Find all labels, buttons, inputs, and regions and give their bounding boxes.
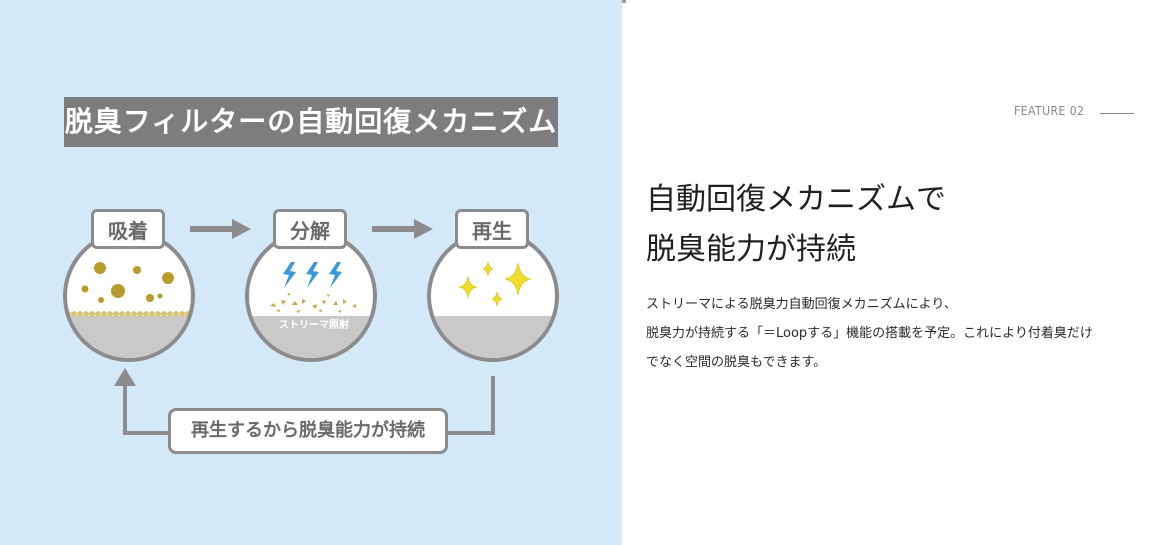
filter-particle [155, 311, 161, 317]
description-line: ストリーマによる脱臭力自動回復メカニズムにより、 [646, 297, 957, 312]
headline-line: 脱臭能力が持続 [646, 232, 856, 267]
filter-particle [89, 311, 95, 317]
decomposition-stage-circle [245, 230, 377, 362]
description-line: 脱臭力が持続する「＝Loopする」機能の搭載を予定。これにより付着臭だけ [646, 326, 1093, 341]
filter-particle [137, 311, 143, 317]
mechanism-diagram [63, 219, 559, 435]
cycle-label: 再生するから脱臭能力が持続 [168, 408, 448, 454]
stage-label-regeneration: 再生 [455, 209, 529, 249]
divider [622, 0, 626, 3]
filter-particle [125, 311, 131, 317]
feature-headline: 自動回復メカニズムで 脱臭能力が持続 [646, 175, 1126, 275]
sparkle-icon [458, 261, 532, 307]
filter-particle [71, 311, 77, 317]
filter-particle [131, 311, 137, 317]
arrow-right-icon [372, 219, 433, 239]
filter-particle [95, 311, 101, 317]
feature-tag-line [1100, 113, 1134, 114]
streamer-caption: ストリーマ照射 [279, 320, 349, 331]
stage-label-decomposition: 分解 [273, 209, 347, 249]
filter-particle [101, 311, 107, 317]
arrow-right-icon [190, 219, 251, 239]
filter-particle [149, 311, 155, 317]
filter-particle [113, 311, 119, 317]
regeneration-stage-circle [427, 230, 559, 362]
filter-particle [167, 311, 173, 317]
diagram-title: 脱臭フィルターの自動回復メカニズム [64, 97, 558, 147]
decomposed-fragments [270, 293, 356, 313]
filter-particle [107, 311, 113, 317]
feature-description: ストリーマによる脱臭力自動回復メカニズムにより、 脱臭力が持続する「＝Loopす… [646, 290, 1151, 377]
headline-line: 自動回復メカニズムで [646, 182, 946, 217]
adsorption-stage-circle [63, 230, 195, 362]
feature-tag: FEATURE 02 [1014, 104, 1085, 118]
filter-particle [119, 311, 125, 317]
filter-particle [173, 311, 179, 317]
filter-particle [143, 311, 149, 317]
filter-particle-layer [67, 311, 191, 317]
filter-particle [77, 311, 83, 317]
filter-particle [83, 311, 89, 317]
stage-label-adsorption: 吸着 [91, 209, 165, 249]
filter-particle [179, 311, 185, 317]
diagram-panel: 脱臭フィルターの自動回復メカニズム 吸着 分解 再生 ストリーマ照射 再生するか… [0, 0, 622, 545]
filter-particle [161, 311, 167, 317]
odor-particles [81, 262, 174, 303]
loop-arrow [123, 376, 495, 435]
lightning-icon [283, 262, 342, 288]
description-line: でなく空間の脱臭もできます。 [646, 355, 827, 370]
arrow-up-icon [114, 368, 136, 386]
